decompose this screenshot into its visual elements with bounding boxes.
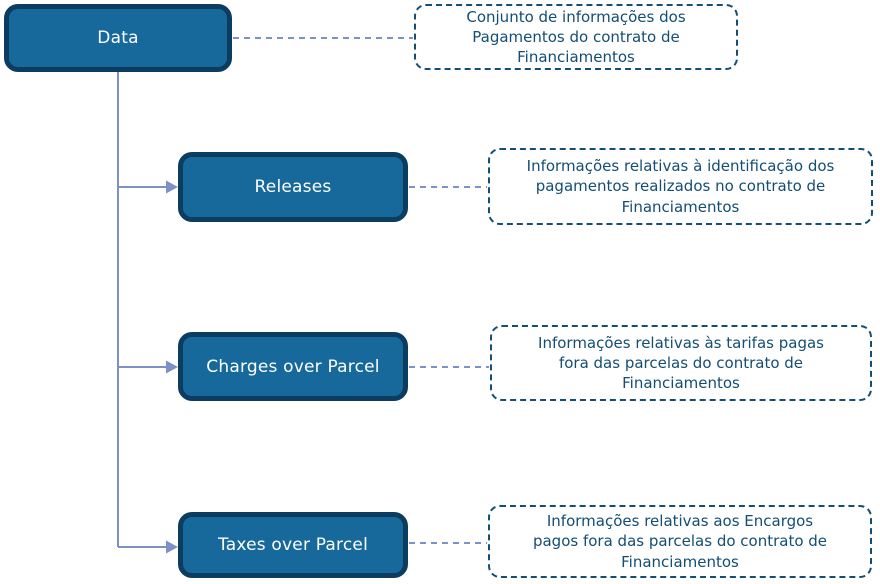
note-taxes-text: Informações relativas aos Encargos pagos… <box>532 512 828 571</box>
note-taxes-over-parcel: Informações relativas aos Encargos pagos… <box>488 505 872 578</box>
note-data: Conjunto de informações dos Pagamentos d… <box>414 4 738 70</box>
node-data-label: Data <box>97 28 139 48</box>
note-charges-text: Informações relativas às tarifas pagas f… <box>538 333 824 393</box>
node-charges-over-parcel: Charges over Parcel <box>178 332 408 401</box>
node-taxes-over-parcel: Taxes over Parcel <box>178 512 408 578</box>
note-charges-over-parcel: Informações relativas às tarifas pagas f… <box>490 325 872 401</box>
arrowhead-releases-icon <box>166 180 178 194</box>
node-releases: Releases <box>178 152 408 222</box>
node-charges-label: Charges over Parcel <box>206 356 380 377</box>
arrowhead-taxes-icon <box>166 540 178 554</box>
note-releases: Informações relativas à identificação do… <box>488 148 873 225</box>
note-releases-text: Informações relativas à identificação do… <box>526 157 835 216</box>
note-data-text: Conjunto de informações dos Pagamentos d… <box>466 7 686 67</box>
node-taxes-label: Taxes over Parcel <box>217 535 368 555</box>
node-releases-label: Releases <box>254 177 332 197</box>
node-data: Data <box>4 4 232 72</box>
arrowhead-charges-icon <box>166 360 178 374</box>
